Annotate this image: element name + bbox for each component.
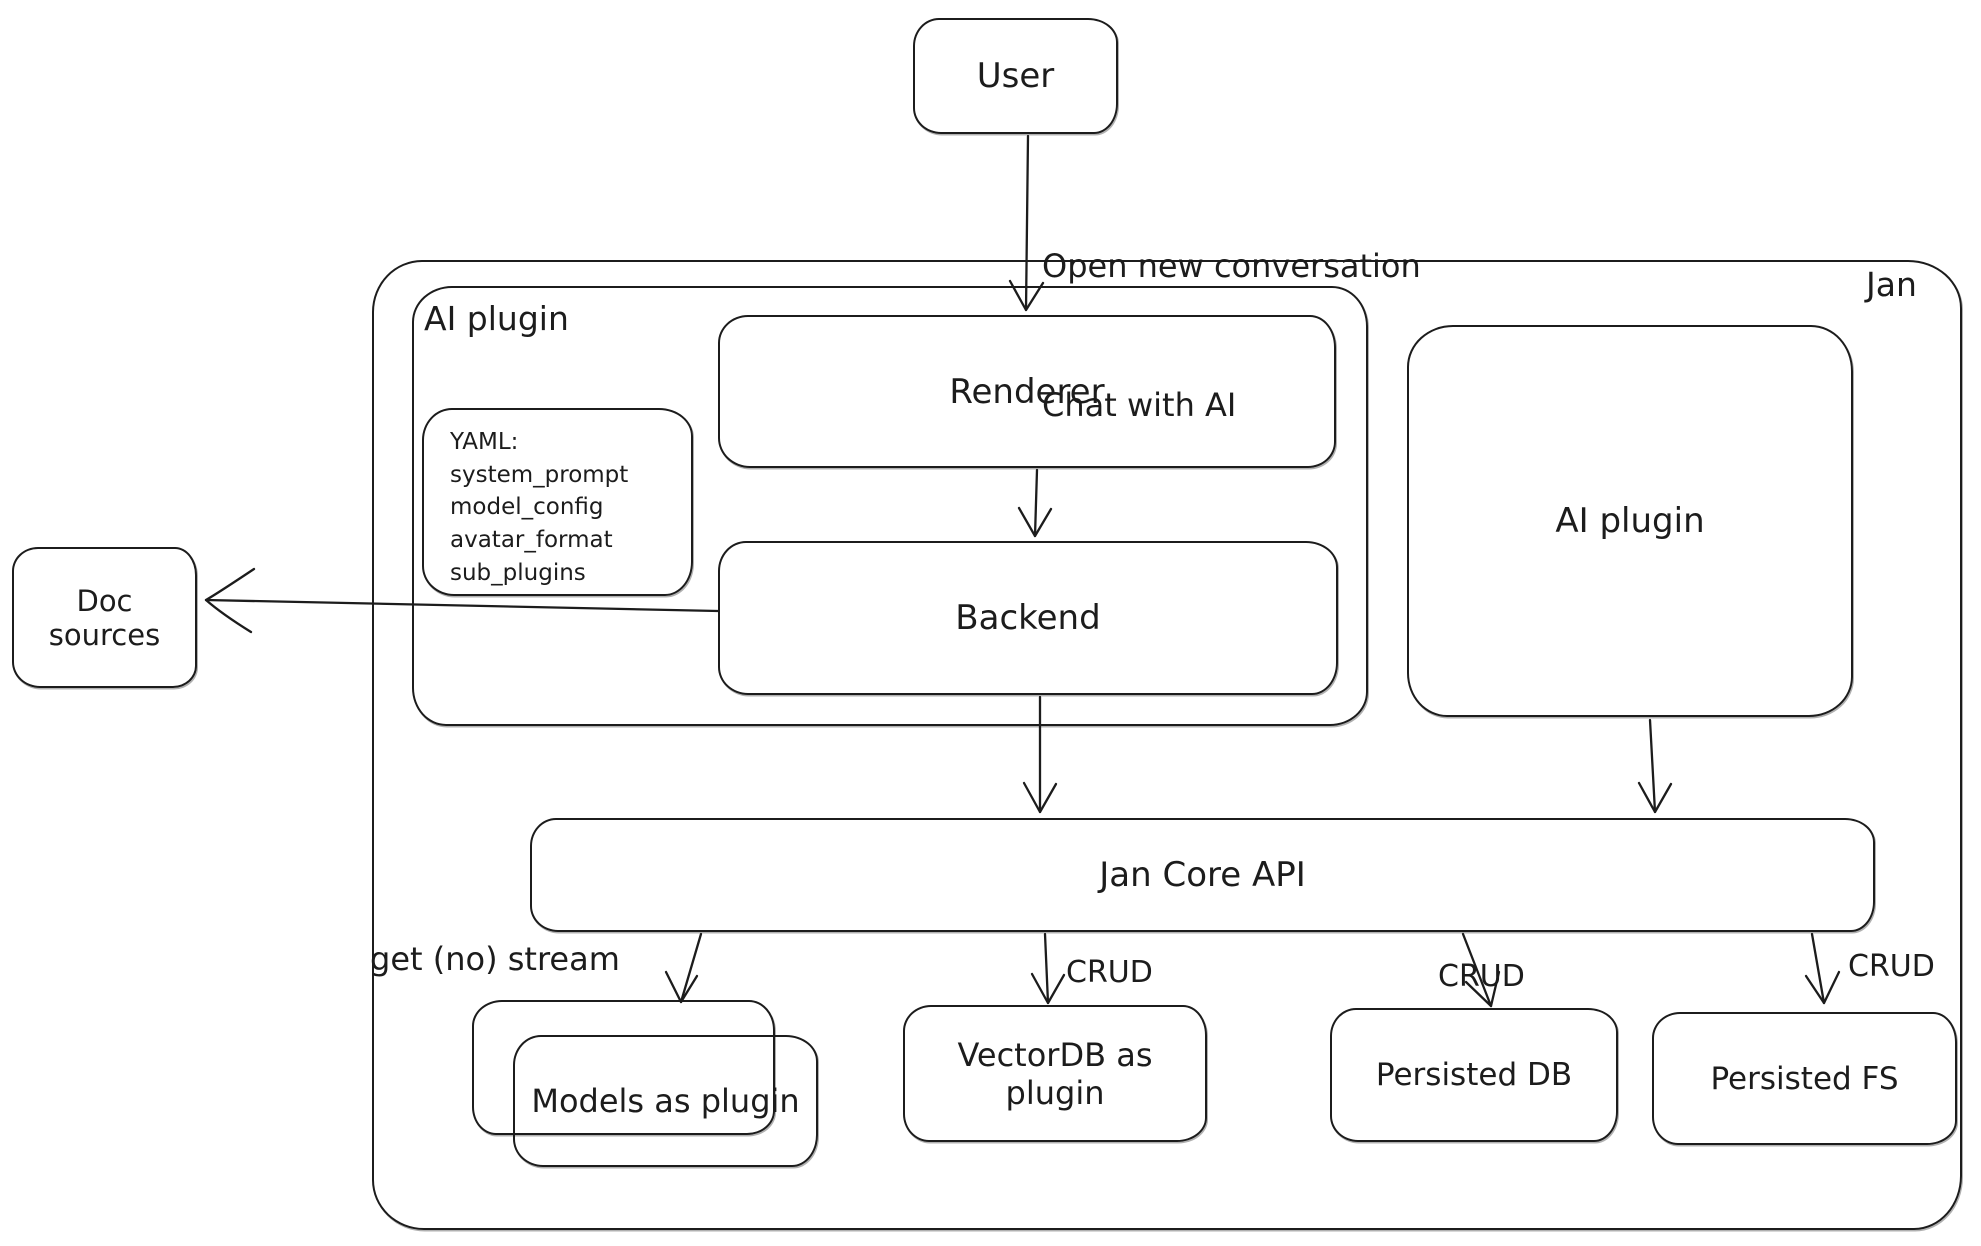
edge-label-line1: Open new conversation bbox=[1042, 246, 1421, 285]
persisted-db-label: Persisted DB bbox=[1375, 1057, 1573, 1093]
renderer-node-label: Renderer bbox=[949, 371, 1105, 412]
jan-container-label: Jan bbox=[1866, 265, 1917, 304]
edge-label-crud-persisted-db: CRUD bbox=[1438, 959, 1525, 994]
doc-sources-node: Doc sources bbox=[12, 547, 197, 688]
persisted-fs-label: Persisted FS bbox=[1710, 1060, 1899, 1097]
ai-plugin-left-box bbox=[412, 286, 1368, 726]
vectordb-as-plugin-label: VectorDB as plugin bbox=[957, 1035, 1153, 1112]
jan-core-api-label: Jan Core API bbox=[1099, 855, 1306, 895]
models-as-plugin-node: Models as plugin bbox=[513, 1035, 818, 1167]
persisted-db-node: Persisted DB bbox=[1330, 1008, 1618, 1142]
user-node-label: User bbox=[976, 56, 1055, 96]
arrowhead-backend-to-doc-sources bbox=[204, 567, 256, 634]
ai-plugin-left-label: AI plugin bbox=[424, 299, 569, 338]
edge-label-line2: Chat with AI bbox=[1042, 385, 1237, 424]
yaml-line: model_config bbox=[450, 494, 604, 521]
renderer-node: Renderer bbox=[718, 315, 1336, 468]
edge-label-crud-persisted-fs: CRUD bbox=[1848, 949, 1935, 984]
persisted-fs-node: Persisted FS bbox=[1652, 1012, 1957, 1145]
yaml-line: system_prompt bbox=[450, 461, 629, 488]
yaml-line: YAML: bbox=[450, 429, 519, 455]
yaml-note-box: YAML: system_prompt model_config avatar_… bbox=[422, 408, 693, 596]
edge-label-user-to-renderer: Open new conversation Chat with AI bbox=[1042, 150, 1421, 521]
yaml-line: avatar_format bbox=[450, 526, 613, 553]
models-as-plugin-label: Models as plugin bbox=[531, 1082, 800, 1120]
vectordb-as-plugin-node: VectorDB as plugin bbox=[903, 1005, 1207, 1142]
doc-sources-label: Doc sources bbox=[48, 583, 161, 652]
edge-label-crud-vectordb: CRUD bbox=[1066, 955, 1153, 990]
ai-plugin-right-node: AI plugin bbox=[1407, 325, 1853, 717]
backend-node: Backend bbox=[718, 541, 1338, 695]
backend-node-label: Backend bbox=[955, 598, 1101, 638]
jan-container-box bbox=[372, 260, 1962, 1230]
edge-label-get-no-stream: get (no) stream bbox=[370, 940, 620, 978]
yaml-note-text: YAML: system_prompt model_config avatar_… bbox=[424, 410, 628, 589]
jan-core-api-node: Jan Core API bbox=[530, 818, 1875, 932]
user-node: User bbox=[913, 18, 1118, 134]
models-as-plugin-back-box bbox=[472, 1000, 775, 1135]
ai-plugin-right-label: AI plugin bbox=[1555, 501, 1705, 541]
yaml-line: sub_plugins bbox=[450, 559, 586, 586]
